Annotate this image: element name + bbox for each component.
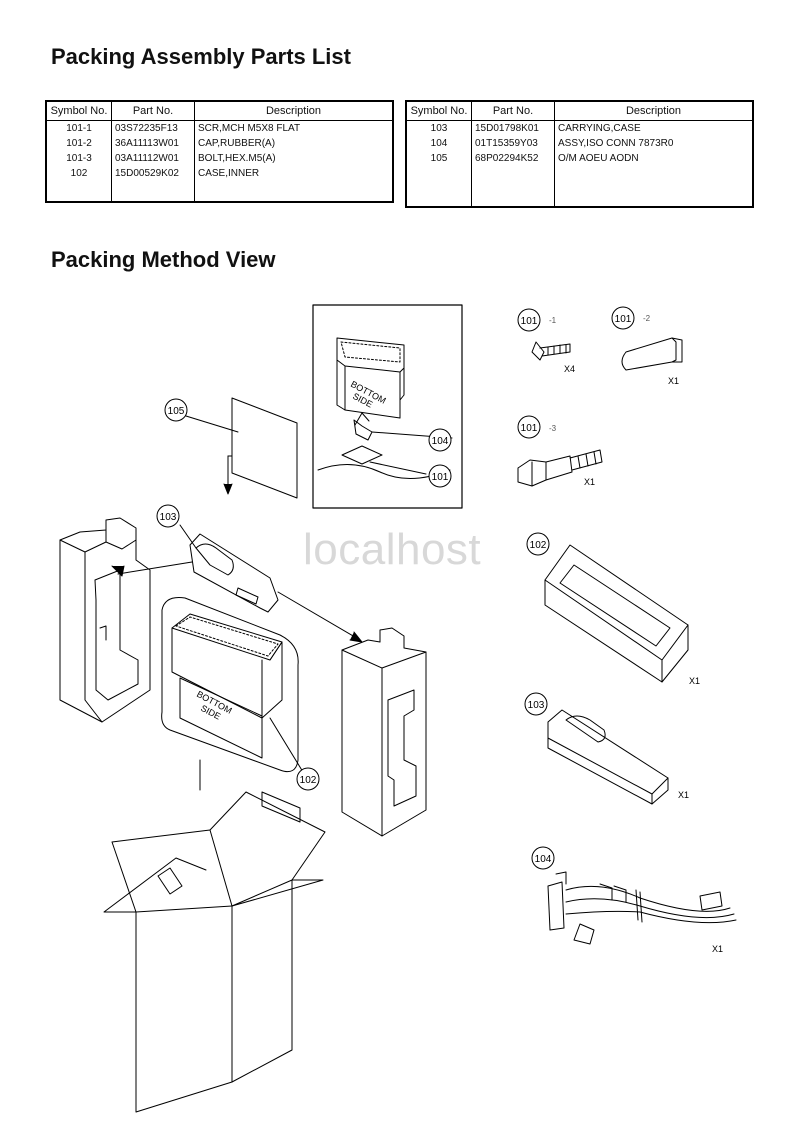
col-symbol: Symbol No. <box>46 101 112 121</box>
table-row: 101-2 36A11113W01 CAP,RUBBER(A) <box>46 136 393 151</box>
callout-104-inset: 104 <box>428 428 452 452</box>
qty-label: X4 <box>564 364 575 374</box>
carrying-case-in-box <box>189 533 279 613</box>
callout-text: 101 <box>432 472 449 483</box>
symbol-cell: 101-2 <box>66 138 92 149</box>
callout-text: 102 <box>530 540 547 551</box>
part-no-cell: 36A11113W01 <box>111 136 195 151</box>
part-no-cell: 03A11112W01 <box>111 151 195 166</box>
callout-103-part: 103 <box>524 692 548 716</box>
parts-table-left: Symbol No. Part No. Description 101-1 03… <box>45 100 394 203</box>
left-foam-cushion <box>59 517 151 723</box>
callout-105: 105 <box>164 398 188 422</box>
parts-table-right: Symbol No. Part No. Description 103 15D0… <box>405 100 754 208</box>
parts-list-heading: Packing Assembly Parts List <box>51 44 351 69</box>
right-foam-cushion <box>341 627 427 837</box>
description-cell: CARRYING,CASE <box>554 120 753 136</box>
callout-text: 104 <box>535 854 552 865</box>
qty-label: X1 <box>668 376 679 386</box>
col-part-no: Part No. <box>111 101 195 121</box>
callout-101-inset: 101 <box>428 464 452 488</box>
col-description: Description <box>194 101 393 121</box>
table-row: 105 68P02294K52 O/M AOEU AODN <box>406 151 753 166</box>
part-no-cell: 68P02294K52 <box>471 151 555 166</box>
col-part-no: Part No. <box>471 101 555 121</box>
qty-label: X1 <box>678 790 689 800</box>
callout-text: 102 <box>300 775 317 786</box>
symbol-cell: 103 <box>430 123 448 134</box>
suffix-label: -3 <box>549 424 557 433</box>
col-symbol: Symbol No. <box>406 101 472 121</box>
callout-text: 101 <box>521 423 538 434</box>
manual-sheet <box>223 397 298 499</box>
symbol-cell: 101-1 <box>66 123 92 134</box>
symbol-cell: 101-3 <box>66 153 92 164</box>
description-cell: SCR,MCH M5X8 FLAT <box>194 120 393 136</box>
wire-harness-part <box>547 871 737 945</box>
callout-102-part: 102 <box>526 532 550 556</box>
qty-label: X1 <box>689 676 700 686</box>
table-row-blank <box>406 186 753 207</box>
inset-detail <box>312 304 463 509</box>
part-no-cell: 03S72235F13 <box>111 120 195 136</box>
part-no-cell: 15D01798K01 <box>471 120 555 136</box>
screw-part <box>531 341 571 361</box>
table-row: 103 15D01798K01 CARRYING,CASE <box>406 120 753 136</box>
callout-102-box: 102 <box>296 767 320 791</box>
qty-label: X1 <box>712 944 723 954</box>
callout-text: 101 <box>615 314 632 325</box>
callout-text: 103 <box>160 512 177 523</box>
leader-lines <box>111 415 453 773</box>
table-row: 104 01T15359Y03 ASSY,ISO CONN 7873R0 <box>406 136 753 151</box>
callout-101-2: 101 <box>611 306 635 330</box>
table-row: 101-3 03A11112W01 BOLT,HEX.M5(A) <box>46 151 393 166</box>
description-cell: O/M AOEU AODN <box>554 151 753 166</box>
carton-box <box>103 759 326 1113</box>
callout-text: 103 <box>528 700 545 711</box>
part-no-cell: 15D00529K02 <box>111 166 195 181</box>
symbol-cell: 105 <box>430 153 448 164</box>
callout-104-part: 104 <box>531 846 555 870</box>
inner-case <box>161 597 299 773</box>
symbol-cell: 104 <box>430 138 448 149</box>
watermark: localhost <box>303 525 482 574</box>
qty-label: X1 <box>584 477 595 487</box>
description-cell: CAP,RUBBER(A) <box>194 136 393 151</box>
callout-text: 105 <box>168 406 185 417</box>
description-cell: CASE,INNER <box>194 166 393 181</box>
suffix-label: -2 <box>643 314 651 323</box>
callout-text: 101 <box>521 316 538 327</box>
part-no-cell: 01T15359Y03 <box>471 136 555 151</box>
callout-103-box: 103 <box>156 504 180 528</box>
col-description: Description <box>554 101 753 121</box>
table-row: 102 15D00529K02 CASE,INNER <box>46 166 393 181</box>
hex-bolt-part <box>517 449 603 487</box>
method-view-heading: Packing Method View <box>51 247 276 272</box>
description-cell: ASSY,ISO CONN 7873R0 <box>554 136 753 151</box>
carrying-case-part <box>547 709 669 805</box>
table-row-blank <box>406 166 753 186</box>
suffix-label: -1 <box>549 316 557 325</box>
table-row-blank <box>46 181 393 202</box>
callout-text: 104 <box>432 436 449 447</box>
description-cell: BOLT,HEX.M5(A) <box>194 151 393 166</box>
callout-101-3: 101 <box>517 415 541 439</box>
callout-101-1: 101 <box>517 308 541 332</box>
symbol-cell: 102 <box>70 168 88 179</box>
rubber-cap-part <box>621 337 683 371</box>
inner-case-part <box>544 544 689 683</box>
table-row: 101-1 03S72235F13 SCR,MCH M5X8 FLAT <box>46 120 393 136</box>
